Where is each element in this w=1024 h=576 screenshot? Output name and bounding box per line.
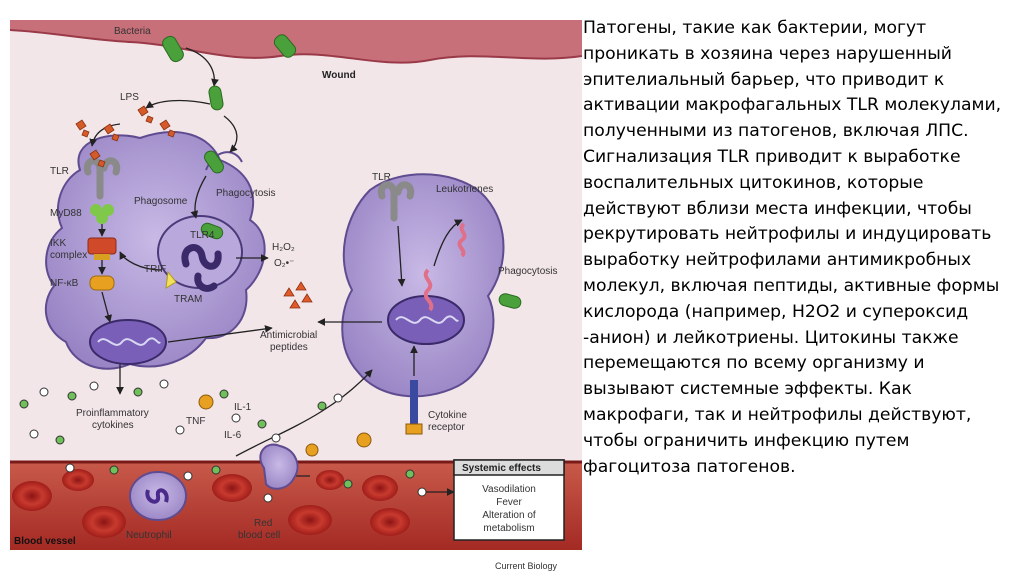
label-proinflammatory-1: Proinflammatory bbox=[76, 408, 149, 419]
label-tnf: TNF bbox=[186, 416, 205, 427]
myd88-protein bbox=[90, 204, 114, 224]
label-proinflammatory-2: cytokines bbox=[92, 420, 134, 431]
label-antimicrobial-2: peptides bbox=[270, 342, 308, 353]
tlr-left-receptor bbox=[83, 157, 121, 200]
label-leukotrienes: Leukotrienes bbox=[436, 184, 493, 195]
label-phagocytosis-left: Phagocytosis bbox=[216, 188, 275, 199]
nucleus-left bbox=[89, 319, 167, 365]
label-tlr-right: TLR bbox=[372, 172, 391, 183]
systemic-effects-title: Systemic effects bbox=[462, 463, 541, 474]
label-h2o2: H₂O₂ bbox=[272, 242, 295, 253]
label-nfkb: NF-κB bbox=[50, 278, 79, 289]
label-phagocytosis-right: Phagocytosis bbox=[498, 266, 557, 277]
label-phagosome: Phagosome bbox=[134, 196, 188, 207]
label-ikk-1: IKK bbox=[50, 238, 66, 249]
label-trif: TRIF bbox=[144, 264, 166, 275]
label-tram: TRAM bbox=[174, 294, 202, 305]
tissue-cytokine-dots bbox=[19, 379, 343, 445]
label-tlr-left: TLR bbox=[50, 166, 69, 177]
label-lps: LPS bbox=[120, 92, 139, 103]
nfkb-protein bbox=[89, 275, 115, 291]
dna-right bbox=[395, 315, 459, 324]
label-myd88: MyD88 bbox=[50, 208, 82, 219]
wound-edge bbox=[10, 29, 582, 64]
phagocytosis-protrusion-left bbox=[205, 151, 243, 171]
leukotriene-outer bbox=[457, 222, 467, 258]
tlr4-receptor bbox=[181, 244, 222, 292]
bacteria bbox=[162, 34, 522, 309]
figure-credit: Current Biology bbox=[495, 561, 558, 571]
red-blood-cells bbox=[12, 469, 410, 538]
systemic-effect-item: metabolism bbox=[483, 523, 534, 534]
blood-cytokine-dots bbox=[65, 463, 427, 503]
label-o2: O₂•⁻ bbox=[274, 258, 294, 269]
immune-response-diagram: Bacteria Wound LPS TLR MyD88 IKK complex… bbox=[10, 20, 582, 550]
left-cell-arrows bbox=[98, 224, 273, 395]
label-il6: IL-6 bbox=[224, 430, 242, 441]
label-rbc-1: Red bbox=[254, 518, 272, 529]
label-tlr4: TLR4 bbox=[190, 230, 215, 241]
cytokine-receptor bbox=[410, 380, 418, 432]
tlr-right-receptor bbox=[377, 181, 415, 222]
leukotriene-inner bbox=[423, 268, 434, 312]
label-blood-vessel: Blood vessel bbox=[14, 536, 76, 547]
ikk-complex-base bbox=[94, 254, 110, 260]
label-antimicrobial-1: Antimicrobial bbox=[260, 330, 317, 341]
systemic-effects-box bbox=[453, 459, 565, 541]
extravasating-neutrophil bbox=[259, 443, 299, 490]
tnf-trimers bbox=[198, 394, 372, 457]
label-wound: Wound bbox=[322, 70, 356, 81]
neutrophil-right bbox=[341, 173, 505, 398]
neutrophil-nucleus-blood bbox=[145, 488, 169, 504]
systemic-effect-item: Alteration of bbox=[482, 510, 536, 521]
label-il1: IL-1 bbox=[234, 402, 252, 413]
antimicrobial-peptides-cluster bbox=[283, 281, 313, 309]
systemic-effect-item: Fever bbox=[496, 497, 522, 508]
ikk-complex bbox=[87, 237, 117, 255]
lps-molecules bbox=[75, 105, 176, 168]
nucleus-right bbox=[387, 295, 465, 345]
systemic-effect-item: Vasodilation bbox=[482, 484, 536, 495]
label-bacteria: Bacteria bbox=[114, 26, 151, 37]
label-rbc-2: blood cell bbox=[238, 530, 280, 541]
trif-adaptor bbox=[165, 270, 177, 289]
label-cytokine-receptor-2: receptor bbox=[428, 422, 465, 433]
label-ikk-2: complex bbox=[50, 250, 87, 261]
bacteria-arrows bbox=[89, 47, 238, 219]
label-cytokine-receptor-1: Cytokine bbox=[428, 410, 467, 421]
dna-left bbox=[97, 337, 161, 346]
wound-surface bbox=[10, 20, 582, 63]
label-neutrophil: Neutrophil bbox=[126, 530, 172, 541]
caption-text: Патогены, такие как бактерии, могут прон… bbox=[583, 18, 1002, 477]
cytokine-receptor-base bbox=[405, 423, 423, 435]
